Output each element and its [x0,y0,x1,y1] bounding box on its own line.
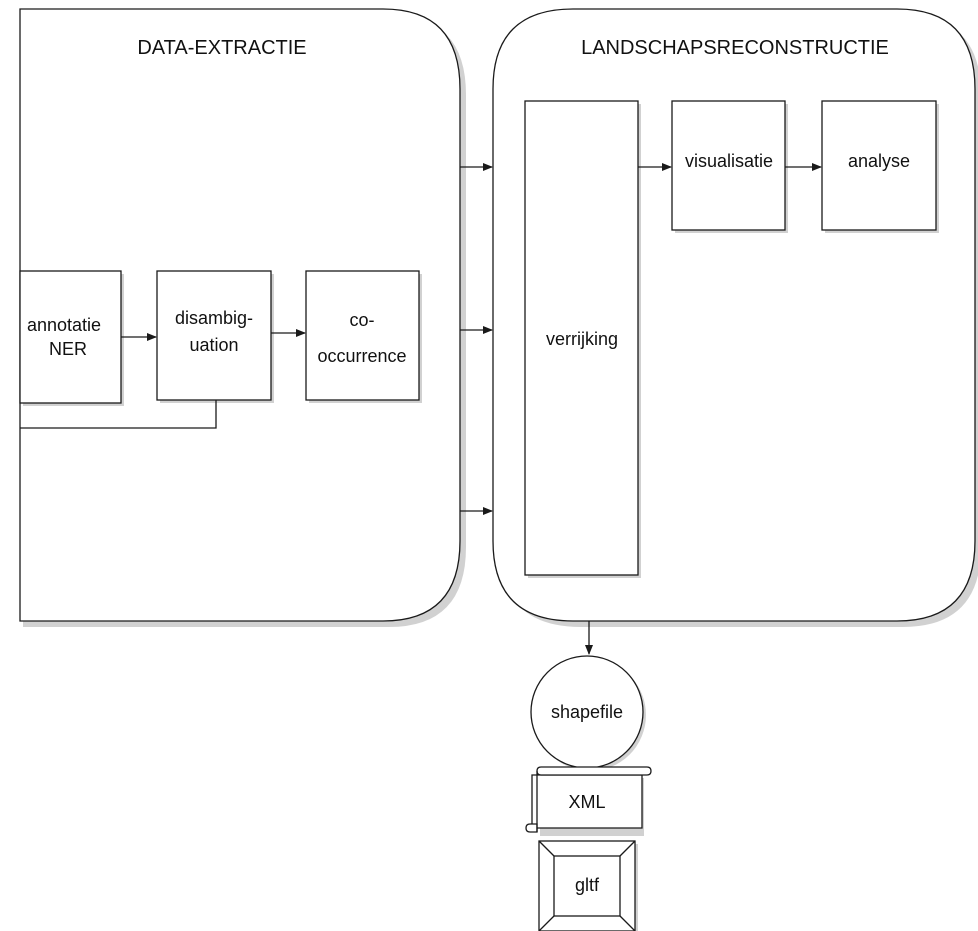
extraction-panel-title: DATA-EXTRACTIE [137,37,306,59]
node-analyse: analyse [821,100,939,233]
node-cooccurrence-line2: occurrence [317,346,406,366]
node-visualisatie-label: visualisatie [685,151,773,171]
node-analyse-label: analyse [848,151,910,171]
node-cooccurrence: co- occurrence [305,270,422,403]
output-shapefile: shapefile [530,655,646,771]
node-annotatie: annotatie NER [19,270,124,406]
node-disambiguation-line1: disambig- [175,308,253,328]
reconstruction-panel-title: LANDSCHAPSRECONSTRUCTIE [581,37,889,59]
output-gltf-label: gltf [575,875,600,895]
node-verrijking: verrijking [524,100,641,578]
node-annotatie-line2: NER [49,339,87,359]
feedback-line [20,400,217,429]
output-gltf-box: gltf [538,840,638,931]
node-disambiguation: disambig- uation [156,270,274,403]
node-annotatie-line1: annotatie [27,315,101,335]
output-xml-label: XML [568,792,605,812]
node-visualisatie: visualisatie [671,100,788,233]
node-cooccurrence-line1: co- [349,310,374,330]
output-xml-scroll: XML [525,766,652,836]
node-verrijking-label: verrijking [546,329,618,349]
output-shapefile-label: shapefile [551,702,623,722]
node-disambiguation-line2: uation [189,335,238,355]
